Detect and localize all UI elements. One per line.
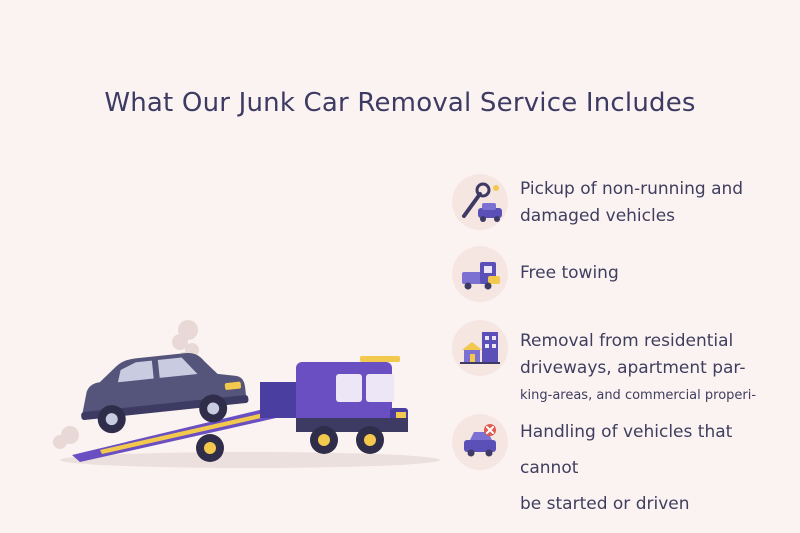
- feature-text: Free towing: [520, 263, 619, 283]
- feature-icon: [452, 320, 508, 376]
- car-x-icon: [464, 424, 496, 457]
- feature-text: king-areas, and commercial properi-: [520, 388, 757, 403]
- feature-icon: [452, 174, 508, 230]
- tow-truck-icon: [462, 262, 500, 290]
- feature-text: Removal from residential: [520, 331, 734, 351]
- feature-text: Handling of vehicles that cannot: [520, 422, 733, 478]
- feature-icon: [452, 414, 508, 470]
- tow-truck-car-icon: [53, 320, 440, 468]
- page-title: What Our Junk Car Removal Service Includ…: [104, 88, 696, 118]
- feature-text: be started or driven: [520, 494, 690, 514]
- feature-icon: [452, 246, 508, 302]
- feature-text: damaged vehicles: [520, 206, 676, 226]
- buildings-icon: [460, 332, 500, 364]
- wrench-car-icon: [462, 182, 502, 222]
- tow-truck-illustration: [40, 300, 440, 500]
- feature-text: Pickup of non-running and: [520, 179, 744, 199]
- feature-text: driveways, apartment par-: [520, 358, 746, 378]
